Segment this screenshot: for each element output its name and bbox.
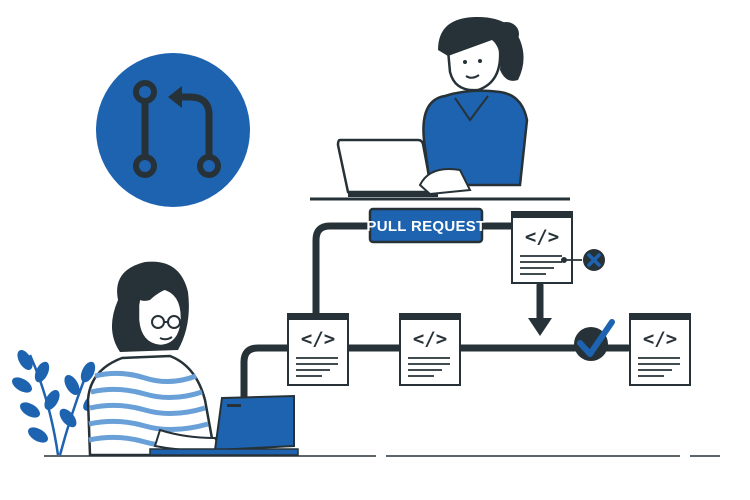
laptop-bottom <box>149 394 299 456</box>
top-desk-scene <box>310 16 570 201</box>
git-pull-request-icon <box>96 53 250 207</box>
arrow-down-icon <box>528 318 552 336</box>
approve-indicator <box>574 319 615 361</box>
reject-indicator <box>561 249 605 271</box>
pull-request-label: PULL REQUEST <box>366 218 485 235</box>
code-file-card-4: </> <box>629 313 691 386</box>
plant-decoration <box>12 350 101 456</box>
code-file-card-pr: </> <box>511 211 573 284</box>
code-icon: </> <box>413 328 447 350</box>
woman-top <box>418 16 529 196</box>
code-icon: </> <box>525 226 559 248</box>
check-mark-icon <box>577 319 615 357</box>
pull-request-badge: PULL REQUEST <box>366 207 485 244</box>
code-icon: </> <box>301 328 335 350</box>
woman-bottom <box>86 261 224 457</box>
code-file-card-2: </> <box>399 313 461 386</box>
flow-lines <box>240 222 632 404</box>
code-file-card-1: </> <box>287 313 349 386</box>
x-mark-icon <box>587 253 601 267</box>
code-icon: </> <box>643 328 677 350</box>
